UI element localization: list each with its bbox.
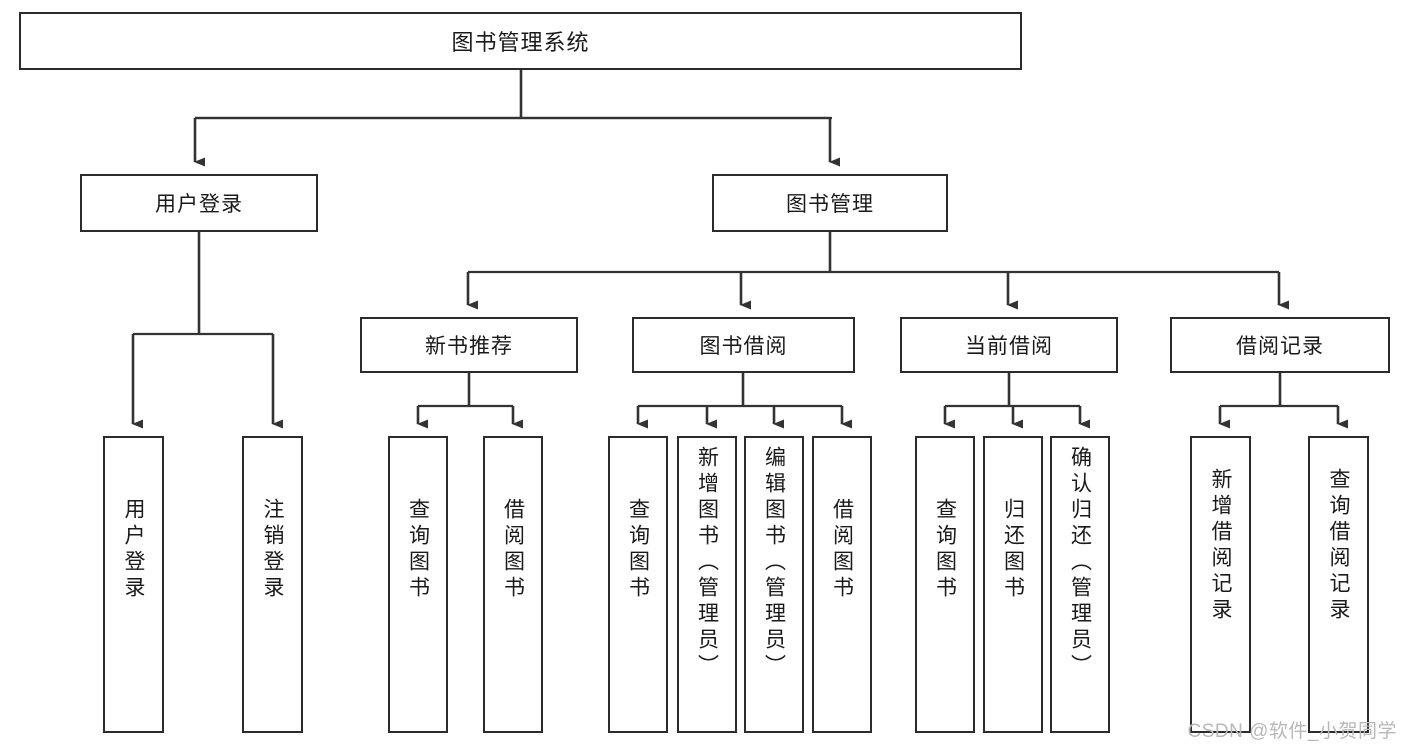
node-borrow-record-label: 借阅记录	[1236, 335, 1324, 358]
node-new-book-rec-label: 新书推荐	[425, 335, 513, 358]
watermark: CSDN @软件_小贺同学	[1187, 721, 1397, 742]
node-leaf-query-record-label: 查询借阅记录	[1327, 468, 1350, 624]
node-book-borrow-label: 图书借阅	[699, 335, 788, 358]
node-leaf-add-book-label: 新增图书（管理员）	[695, 446, 719, 680]
node-leaf-confirm-return-label: 确认归还（管理员）	[1068, 446, 1092, 680]
node-root-label: 图书管理系统	[451, 30, 590, 55]
node-leaf-query-book-2-label: 查询图书	[626, 498, 650, 602]
node-leaf-edit-book[interactable]: 编辑图书（管理员）	[744, 436, 804, 733]
node-leaf-query-book-3[interactable]: 查询图书	[915, 436, 975, 733]
node-leaf-query-book-1-label: 查询图书	[406, 498, 430, 602]
node-leaf-return-book-label: 归还图书	[1001, 498, 1025, 602]
node-book-manage-label: 图书管理	[786, 193, 874, 216]
node-leaf-add-record[interactable]: 新增借阅记录	[1190, 436, 1251, 733]
node-leaf-return-book[interactable]: 归还图书	[983, 436, 1043, 733]
node-book-borrow[interactable]: 图书借阅	[632, 317, 855, 373]
node-leaf-borrow-book-1[interactable]: 借阅图书	[483, 436, 543, 733]
node-leaf-user-logout[interactable]: 注销登录	[242, 436, 303, 733]
node-leaf-edit-book-label: 编辑图书（管理员）	[762, 446, 786, 680]
node-root[interactable]: 图书管理系统	[19, 12, 1022, 70]
node-leaf-borrow-book-2[interactable]: 借阅图书	[812, 436, 872, 733]
node-current-borrow[interactable]: 当前借阅	[900, 317, 1118, 373]
node-leaf-query-record[interactable]: 查询借阅记录	[1308, 436, 1369, 733]
node-leaf-confirm-return[interactable]: 确认归还（管理员）	[1050, 436, 1110, 733]
node-new-book-rec[interactable]: 新书推荐	[360, 317, 578, 373]
node-leaf-borrow-book-2-label: 借阅图书	[830, 498, 854, 602]
node-user-login[interactable]: 用户登录	[80, 174, 318, 232]
node-current-borrow-label: 当前借阅	[965, 335, 1053, 358]
node-leaf-user-logout-label: 注销登录	[261, 498, 284, 602]
node-leaf-add-book[interactable]: 新增图书（管理员）	[677, 436, 737, 733]
node-leaf-query-book-2[interactable]: 查询图书	[608, 436, 668, 733]
node-leaf-user-login[interactable]: 用户登录	[103, 436, 164, 733]
node-borrow-record[interactable]: 借阅记录	[1170, 317, 1390, 373]
node-book-manage[interactable]: 图书管理	[712, 174, 948, 232]
node-leaf-query-book-3-label: 查询图书	[933, 498, 957, 602]
node-leaf-user-login-label: 用户登录	[122, 498, 145, 602]
node-leaf-add-record-label: 新增借阅记录	[1209, 468, 1232, 624]
node-leaf-borrow-book-1-label: 借阅图书	[501, 498, 525, 602]
node-user-login-label: 用户登录	[155, 193, 243, 216]
node-leaf-query-book-1[interactable]: 查询图书	[388, 436, 448, 733]
